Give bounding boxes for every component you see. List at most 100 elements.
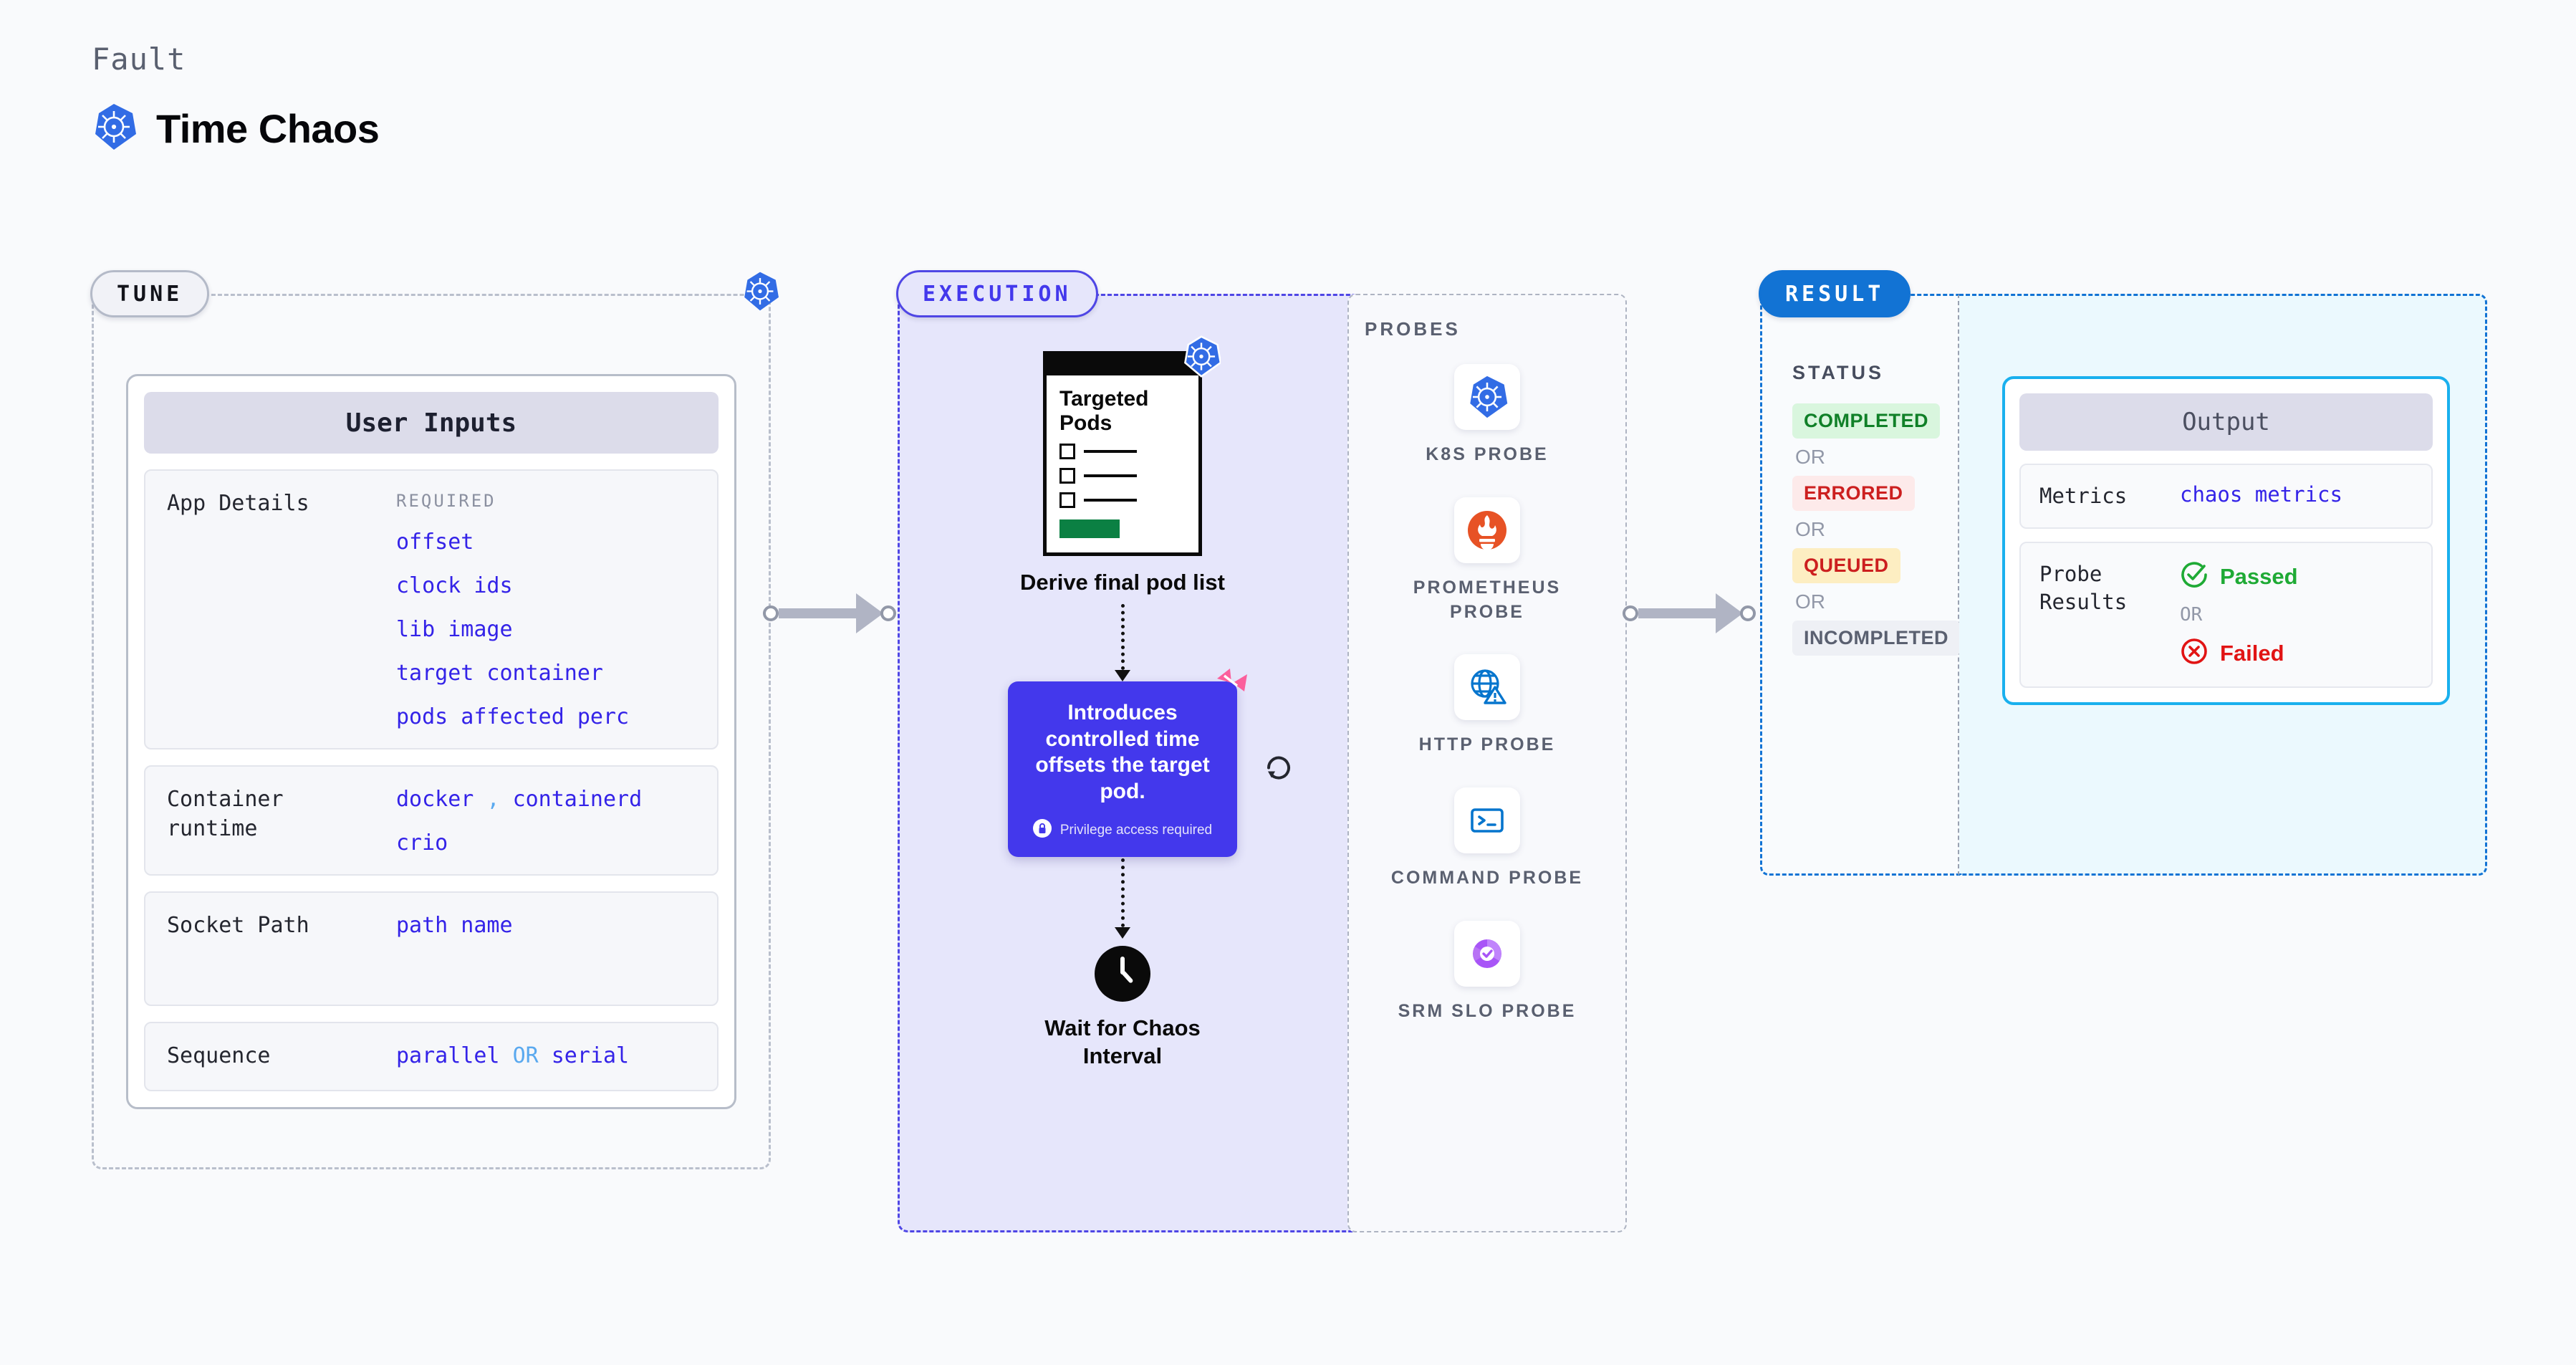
input-row-sequence[interactable]: Sequence parallel OR serial — [144, 1022, 719, 1091]
probe-result-passed: Passed — [2180, 560, 2298, 593]
pods-list-item — [1059, 492, 1186, 509]
card-title-bar — [1047, 351, 1198, 375]
kubernetes-icon — [1182, 335, 1222, 381]
output-region: Output Metrics chaos metrics Probe Resul… — [1959, 294, 2487, 876]
connector-dot — [1623, 605, 1638, 621]
targeted-pods-title-1: Targeted — [1059, 387, 1149, 411]
targeted-pods-card: Targeted Pods — [1043, 335, 1222, 557]
check-circle-icon — [2180, 560, 2209, 593]
input-row-socket-path[interactable]: Socket Path path name — [144, 891, 719, 1006]
list-dash — [1084, 499, 1137, 502]
kubernetes-icon — [1454, 364, 1520, 430]
status-or: OR — [1795, 446, 1825, 468]
terminal-icon — [1454, 787, 1520, 853]
tune-panel-border — [92, 294, 771, 1169]
execution-panel: EXECUTION Targeted Pods — [896, 270, 1627, 1232]
connector-bar — [1638, 608, 1716, 618]
probe-item-k8s[interactable]: K8S PROBE — [1380, 364, 1595, 467]
targeted-pods-title-2: Pods — [1059, 411, 1112, 435]
connector-bar — [779, 608, 856, 618]
output-card: Output Metrics chaos metrics Probe Resul… — [2002, 376, 2450, 706]
param-crio: crio — [396, 830, 448, 856]
probes-title: PROBES — [1365, 318, 1461, 340]
fault-label: Fault — [92, 42, 186, 77]
status-badge-incompleted: INCOMPLETED — [1792, 621, 1961, 656]
arrow-right-icon — [1716, 593, 1743, 633]
sequence-values: parallel OR serial — [396, 1043, 629, 1068]
param-lib-image: lib image — [396, 617, 513, 642]
title-row: Time Chaos — [92, 102, 380, 155]
clock-icon — [1095, 946, 1150, 1002]
status-badge-errored: ERRORED — [1792, 476, 1915, 511]
probe-label: PROMETHEUS PROBE — [1413, 577, 1562, 622]
output-row-metrics[interactable]: Metrics chaos metrics — [2019, 464, 2433, 530]
row-label: App Details — [167, 491, 309, 516]
page-title: Time Chaos — [156, 106, 380, 151]
status-badge-queued: QUEUED — [1792, 548, 1900, 583]
flow-arrow — [1115, 858, 1130, 939]
param-path-name: path name — [396, 913, 513, 938]
output-header: Output — [2019, 393, 2433, 451]
shuffle-icon — [1216, 667, 1249, 702]
pods-list-item — [1059, 444, 1186, 460]
passed-text: Passed — [2220, 563, 2298, 589]
input-row-app-details[interactable]: App Details REQUIRED offset clock ids li… — [144, 469, 719, 749]
slo-donut-icon — [1454, 920, 1520, 987]
globe-warning-icon — [1454, 654, 1520, 721]
flow-arrow — [1115, 603, 1130, 681]
lock-icon — [1032, 819, 1052, 841]
checkbox-icon — [1059, 492, 1075, 509]
wait-chaos-interval-label: Wait for Chaos Interval — [1044, 1015, 1201, 1069]
param-serial: serial — [551, 1043, 630, 1068]
checkbox-icon — [1059, 444, 1075, 460]
separator-comma: , — [486, 787, 500, 812]
input-row-container-runtime[interactable]: Container runtime docker , containerd cr… — [144, 765, 719, 876]
status-badge-completed: COMPLETED — [1792, 403, 1941, 439]
probe-item-srm-slo[interactable]: SRM SLO PROBE — [1380, 920, 1595, 1024]
user-inputs-header: User Inputs — [144, 392, 719, 454]
probe-label: HTTP PROBE — [1418, 734, 1556, 755]
probes-list: K8S PROBE PROMETHEUS PROBE — [1349, 364, 1625, 1024]
execution-flow: Targeted Pods — [898, 335, 1347, 1071]
connector-execution-to-result — [1623, 593, 1756, 633]
derive-pod-list-label: Derive final pod list — [1020, 570, 1225, 595]
probe-item-http[interactable]: HTTP PROBE — [1380, 654, 1595, 757]
output-row-probe-results[interactable]: Probe Results Passed OR — [2019, 542, 2433, 689]
status-or: OR — [1795, 590, 1825, 613]
result-panel: STATUS COMPLETED OR ERRORED OR QUEUED OR… — [1759, 270, 2487, 876]
connector-dot — [763, 605, 779, 621]
connector-dot — [1740, 605, 1756, 621]
fault-description-tooltip: Introduces controlled time offsets the t… — [1008, 668, 1247, 858]
checkbox-icon — [1059, 468, 1075, 484]
progress-bar — [1059, 519, 1120, 539]
metrics-label: Metrics — [2039, 484, 2128, 508]
tune-pill[interactable]: TUNE — [90, 270, 210, 317]
probe-item-prometheus[interactable]: PROMETHEUS PROBE — [1380, 497, 1595, 625]
result-pill[interactable]: RESULT — [1759, 270, 1911, 317]
row-label: Container runtime — [167, 787, 284, 841]
refresh-icon[interactable] — [1263, 752, 1294, 787]
probe-result-or: OR — [2180, 604, 2203, 626]
failed-text: Failed — [2220, 640, 2284, 666]
param-target-container: target container — [396, 661, 603, 686]
status-or: OR — [1795, 518, 1825, 540]
tooltip-wrap: Introduces controlled time offsets the t… — [1008, 668, 1290, 858]
param-docker: docker — [396, 787, 474, 812]
probe-item-command[interactable]: COMMAND PROBE — [1380, 787, 1595, 891]
page-header: Fault Time Chaos — [92, 42, 380, 155]
privilege-note: Privilege access required — [1024, 819, 1221, 841]
probes-subpanel: PROBES K8S PROBE — [1347, 294, 1627, 1232]
param-offset: offset — [396, 530, 474, 555]
status-list: COMPLETED OR ERRORED OR QUEUED OR INCOMP… — [1792, 403, 1961, 656]
param-clock-ids: clock ids — [396, 573, 513, 598]
execution-pill[interactable]: EXECUTION — [896, 270, 1098, 317]
privilege-note-text: Privilege access required — [1059, 822, 1213, 838]
param-pods-affected-perc: pods affected perc — [396, 704, 630, 729]
connector-dot — [880, 605, 896, 621]
connector-tune-to-execution — [763, 593, 896, 633]
probe-label: SRM SLO PROBE — [1398, 1000, 1577, 1021]
separator-or: OR — [512, 1043, 539, 1068]
status-subpanel: STATUS COMPLETED OR ERRORED OR QUEUED OR… — [1760, 294, 1961, 876]
probe-label: COMMAND PROBE — [1390, 868, 1584, 888]
user-inputs-card: User Inputs App Details REQUIRED offset … — [126, 374, 736, 1109]
